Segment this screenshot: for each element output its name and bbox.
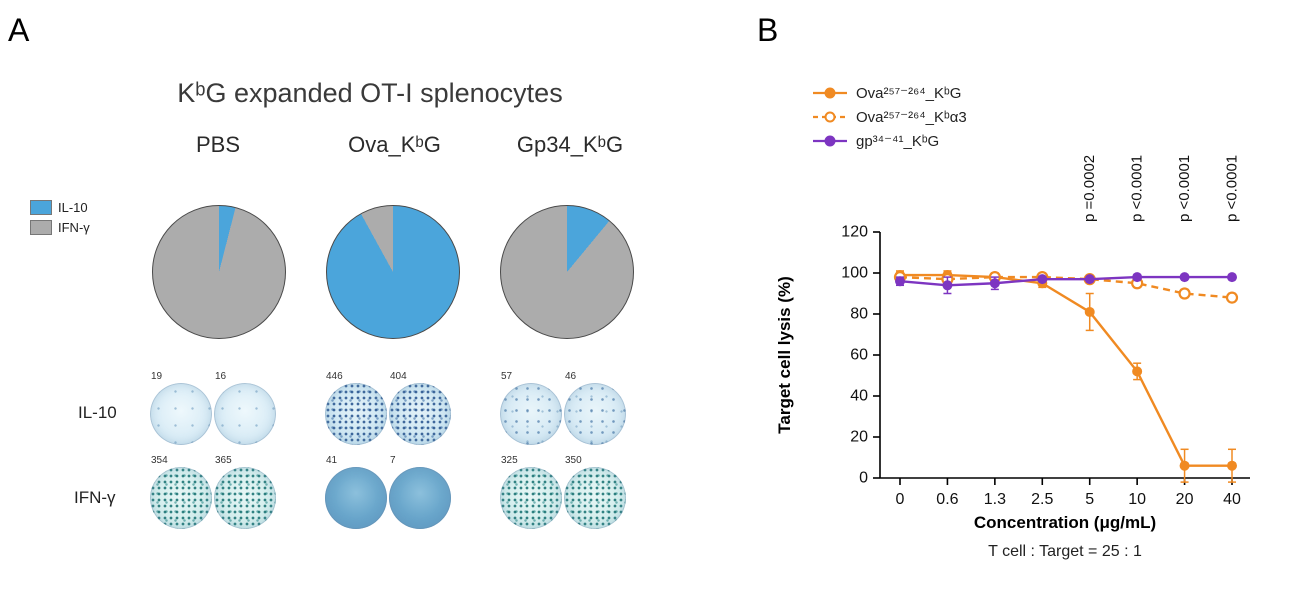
series-2 [895,272,1237,295]
axes [873,231,1250,485]
y-tick-label: 20 [850,429,868,446]
lysis-chart-legend: Ova²⁵⁷⁻²⁶⁴_KᵇG Ova²⁵⁷⁻²⁶⁴_Kᵇα3 gp³⁴⁻⁴¹_KᵇG [812,84,967,150]
legend-item: Ova²⁵⁷⁻²⁶⁴_KᵇG [812,84,967,102]
x-tick-label: 0 [896,491,905,508]
well-image [389,383,451,445]
elispot-row-il10: 19 16 446 404 57 46 [150,371,626,445]
panel-b-label: B [757,12,779,48]
panel-a-title: KᵇG expanded OT-I splenocytes [177,78,563,108]
panel-a-label: A [8,12,30,48]
x-tick-label: 0.6 [936,491,958,508]
spot-count: 325 [501,455,518,466]
y-tick-label: 40 [850,388,868,405]
spot-count: 350 [565,455,582,466]
spot-count: 7 [390,455,396,466]
elispot-row-label-ifng: IFN-γ [74,488,116,507]
y-tick-label: 0 [859,470,868,487]
well-image [325,467,387,529]
y-tick-label: 120 [841,224,868,241]
spot-count: 446 [326,371,343,382]
well-image [389,467,451,529]
elispot-well: 41 [325,455,387,529]
y-tick-label: 100 [841,265,868,282]
legend-item-ifng: IFN-γ [30,220,90,235]
ratio-footnote: T cell : Target = 25 : 1 [988,543,1142,560]
pie-chart-pbs [152,205,286,339]
lysis-chart: 0 20 40 60 80 100 120 0 0.6 1.3 2.5 5 10 20 40 Target c… [775,155,1250,508]
elispot-well: 446 [325,371,387,445]
legend-series-name: Ova²⁵⁷⁻²⁶⁴_KᵇG [856,85,962,102]
elispot-well: 7 [389,455,451,529]
elispot-well: 325 [500,455,562,529]
pie-label-ova: Ova_KᵇG [348,132,441,157]
y-axis-label: Target cell lysis (%) [775,276,794,433]
x-axis-label: Concentration (μg/mL) [973,513,1157,532]
legend-item: Ova²⁵⁷⁻²⁶⁴_Kᵇα3 [812,108,967,126]
well-image [564,467,626,529]
x-tick-label: 2.5 [1031,491,1053,508]
p-value-annotation: p <0.0001 [1176,155,1193,222]
well-image [500,467,562,529]
pie-label-pbs: PBS [195,132,241,157]
spot-count: 354 [151,455,168,466]
spot-count: 16 [215,371,227,382]
p-value-annotation: p <0.0001 [1224,155,1241,222]
elispot-well: 365 [214,455,276,529]
legend-label-il10: IL-10 [58,200,88,215]
pie-chart-gp34 [500,205,634,339]
x-tick-label: 20 [1176,491,1194,508]
elispot-row-ifng: 354 365 41 7 325 350 [150,455,626,529]
well-image [500,383,562,445]
pie-chart-ova [326,205,460,339]
legend-item-il10: IL-10 [30,200,90,215]
x-tick-label: 40 [1223,491,1241,508]
legend-marker-icon [813,135,847,147]
spot-count: 57 [501,371,513,382]
well-image [150,467,212,529]
pie-label-gp34: Gp34_KᵇG [516,132,624,157]
x-tick-label: 10 [1128,491,1146,508]
well-image [564,383,626,445]
legend-item: gp³⁴⁻⁴¹_KᵇG [812,132,967,150]
il10-color-swatch-icon [30,200,52,215]
pie-legend: IL-10 IFN-γ [30,200,90,235]
ifng-color-swatch-icon [30,220,52,235]
well-image [150,383,212,445]
elispot-well: 57 [500,371,562,445]
spot-count: 19 [151,371,163,382]
spot-count: 404 [390,371,407,382]
spot-count: 41 [326,455,338,466]
x-tick-label: 5 [1085,491,1094,508]
well-image [214,383,276,445]
elispot-well: 404 [389,371,451,445]
elispot-well: 350 [564,455,626,529]
p-value-annotation: p =0.0002 [1081,155,1098,222]
elispot-well: 16 [214,371,276,445]
legend-series-name: gp³⁴⁻⁴¹_KᵇG [856,133,940,150]
legend-marker-icon [813,87,847,99]
x-tick-label: 1.3 [984,491,1006,508]
p-value-annotation: p <0.0001 [1129,155,1146,222]
elispot-well: 46 [564,371,626,445]
legend-label-ifng: IFN-γ [58,220,90,235]
y-tick-label: 60 [850,347,868,364]
well-image [214,467,276,529]
well-image [325,383,387,445]
legend-marker-icon [813,111,847,123]
elispot-well: 19 [150,371,212,445]
spot-count: 365 [215,455,232,466]
elispot-well: 354 [150,455,212,529]
y-tick-label: 80 [850,306,868,323]
elispot-row-label-il10: IL-10 [78,403,117,422]
legend-series-name: Ova²⁵⁷⁻²⁶⁴_Kᵇα3 [856,109,967,126]
series-0 [895,270,1237,483]
spot-count: 46 [565,371,577,382]
